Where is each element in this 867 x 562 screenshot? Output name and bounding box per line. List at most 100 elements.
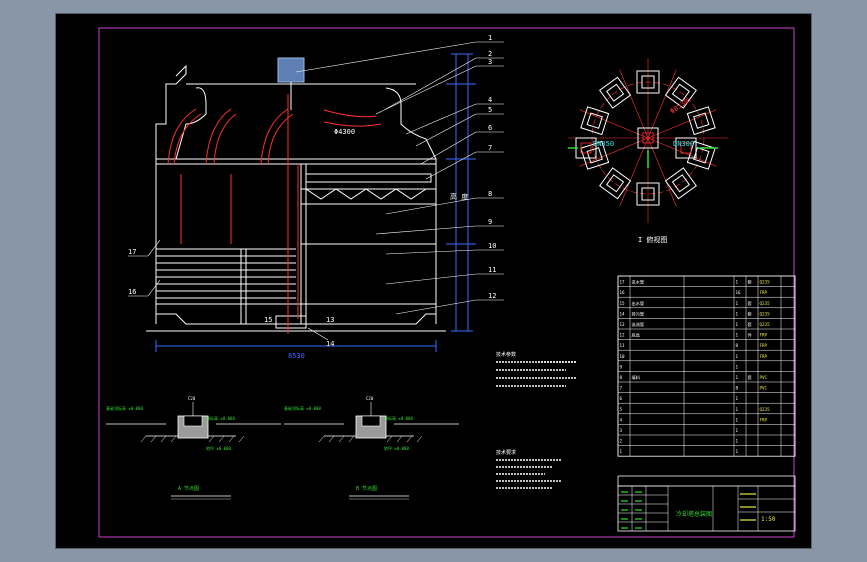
bom-cell: 16 [620, 290, 626, 295]
bom-cell: 16 [736, 290, 742, 295]
callout-label-13: 13 [326, 316, 334, 324]
callout-leader-14 [307, 327, 329, 341]
callout-label-16: 16 [128, 288, 136, 296]
plan-pad [686, 106, 716, 136]
plan-view [568, 58, 728, 223]
bom-cell: 1 [736, 375, 739, 380]
bom-cell: Q235 [760, 301, 771, 306]
section-hatch [140, 435, 147, 443]
callout-label-8: 8 [488, 190, 492, 198]
callout-leader-4 [405, 103, 477, 135]
plan-pad-outer [599, 167, 632, 200]
section-hatch [208, 435, 215, 443]
callout-leader-9 [375, 225, 477, 235]
section-title-2: B 节点图 [356, 486, 377, 492]
bom-cell: FRP [760, 417, 768, 422]
section-hatch [338, 435, 345, 443]
notes-title-2: 技术要求 [496, 449, 516, 456]
bom-cell: FRP [760, 354, 768, 359]
bom-cell: 1 [736, 439, 739, 444]
bom-cell: 进水管 [632, 279, 645, 286]
plan-pad-inner [606, 174, 625, 193]
callout-label-9: 9 [488, 218, 492, 226]
plan-pad-inner [693, 112, 710, 129]
louver-lines [156, 248, 296, 299]
plan-center-pad [637, 127, 659, 149]
bom-cell: 1 [736, 280, 739, 285]
bom-cell: 套 [748, 300, 753, 307]
section-right-note-1: 顶标高 ±0.000 [206, 415, 235, 421]
plan-radial-line [647, 69, 677, 139]
bom-cell: PVC [760, 386, 768, 391]
section-anchor [183, 415, 203, 427]
cad-drawing: Φ4300 8530 高 度 1234567891011121716151314… [98, 27, 796, 538]
bom-cell: 2 [620, 439, 623, 444]
callout-label-11: 11 [488, 266, 496, 274]
drawing-frame [98, 27, 795, 538]
callout-label-6: 6 [488, 124, 492, 132]
bom-cell: 10 [620, 354, 626, 359]
bom-cell: 6 [620, 396, 623, 401]
section-hatch [318, 435, 325, 443]
bom-cell: 1 [736, 396, 739, 401]
section-hatch [170, 435, 177, 443]
plan-radial-line [647, 109, 717, 139]
section-hatch [228, 435, 235, 443]
plan-pad-outer [664, 167, 697, 200]
section-hatch [328, 435, 335, 443]
plan-radial-line [619, 69, 649, 139]
bom-cell: 9 [620, 364, 623, 369]
drawing-name: 冷却塔总装图 [676, 510, 712, 518]
plan-pad-outer [664, 76, 697, 109]
section-hatch [218, 435, 225, 443]
plan-pad-inner [671, 83, 690, 102]
bom-cell: 套 [748, 374, 753, 381]
plan-pad [580, 106, 610, 136]
bom-cell: 14 [620, 311, 626, 316]
notes-lines-1 [496, 361, 576, 387]
bom-cell: 8 [736, 343, 739, 348]
bom-cell: Q235 [760, 280, 771, 285]
callout-leader-12 [395, 299, 477, 315]
bom-cell: 排污管 [632, 310, 645, 317]
section-bottom-note-2: 地坪 ±0.000 [384, 445, 409, 451]
bom-cell: 1 [736, 354, 739, 359]
plan-radial-line [647, 137, 677, 207]
bom-cell: 1 [736, 301, 739, 306]
callout-leader-3 [375, 65, 477, 115]
scale-label: 1:50 [761, 516, 776, 523]
bom-cell: 4 [620, 417, 623, 422]
plan-dn300-label: DN300 [673, 140, 694, 148]
bom-cell: 8 [620, 375, 623, 380]
bom-cell: 1 [736, 449, 739, 454]
bom-cell: 套 [748, 279, 753, 286]
bom-cell: Q235 [760, 322, 771, 327]
bom-cell: 7 [620, 386, 623, 391]
plan-pad-inner [586, 147, 603, 164]
bom-cell: 套 [748, 321, 753, 328]
plan-title: I 俯视图 [638, 235, 667, 244]
bom-cell: FRP [760, 343, 768, 348]
callout-label-12: 12 [488, 292, 496, 300]
fan-motor [277, 57, 305, 83]
width-dim-label: 8530 [288, 352, 305, 360]
section-hatch [160, 435, 167, 443]
section-bottom-note-1: 地坪 ±0.000 [206, 445, 231, 451]
plan-dn350-label: DN350 [593, 140, 614, 148]
bom-cell: 1 [736, 407, 739, 412]
section-hatch [396, 435, 403, 443]
plan-pad [664, 167, 697, 200]
callout-leader-5 [415, 113, 477, 147]
callout-leader-16 [147, 279, 161, 297]
bom-cell: 1 [736, 364, 739, 369]
plan-pad-outer [636, 182, 660, 206]
plan-pad-inner [671, 174, 690, 193]
plan-pad-inner [641, 75, 655, 89]
bom-cell: FRP [760, 333, 768, 338]
bom-cell: 15 [620, 301, 626, 306]
